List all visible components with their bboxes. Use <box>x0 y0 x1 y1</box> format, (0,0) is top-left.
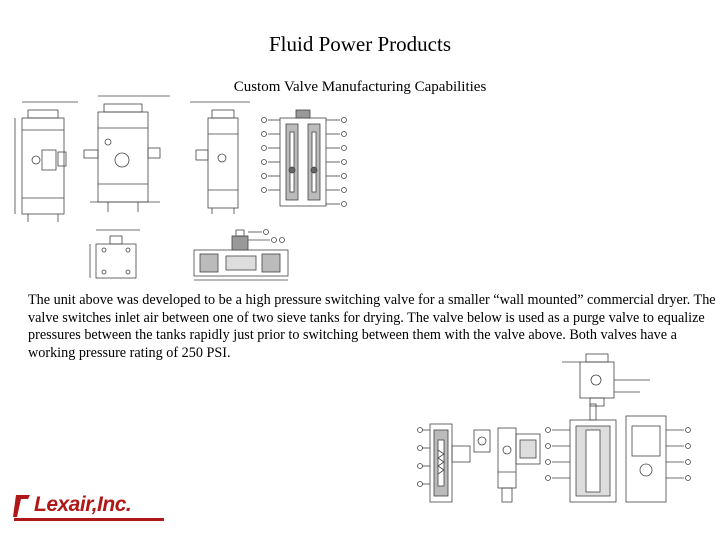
description-paragraph: The unit above was developed to be a hig… <box>28 292 716 361</box>
page-title: Fluid Power Products <box>268 32 451 56</box>
logo-underline <box>14 518 164 521</box>
logo-mark-icon <box>13 495 30 517</box>
page-subtitle: Custom Valve Manufacturing Capabilities <box>233 79 487 95</box>
logo-text: Lexair,Inc. <box>34 493 132 516</box>
company-logo: Lexair,Inc. <box>13 492 164 522</box>
